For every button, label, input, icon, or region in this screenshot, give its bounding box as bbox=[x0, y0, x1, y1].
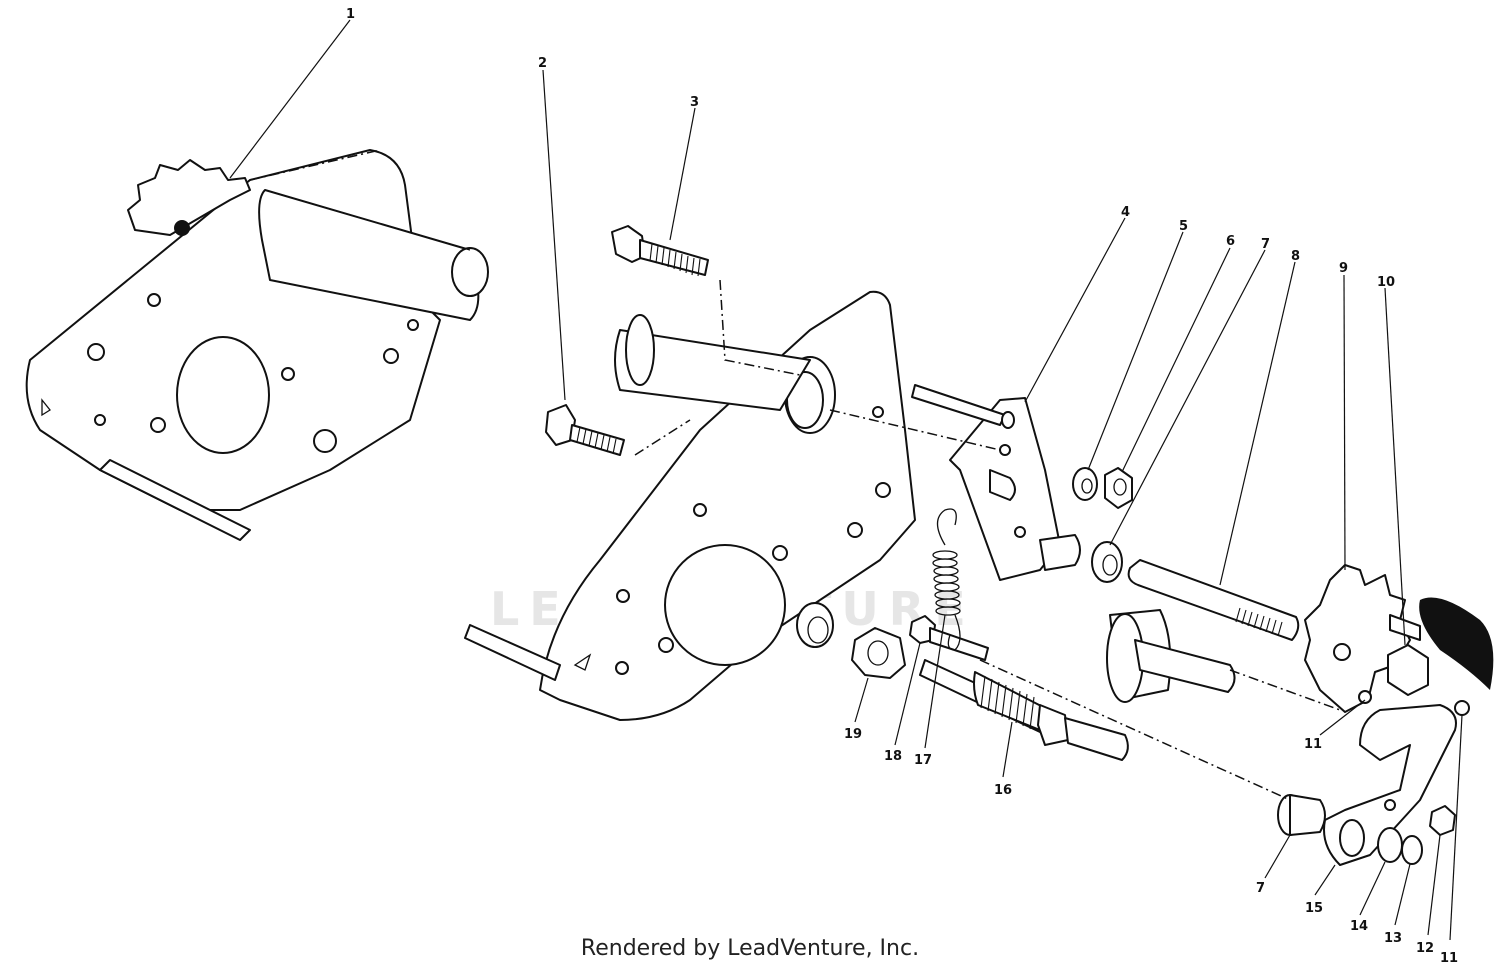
callout-8: 8 bbox=[1291, 249, 1300, 264]
centerline-lower bbox=[979, 659, 1291, 801]
callout-11-lower: 11 bbox=[1440, 951, 1458, 966]
part-14-washer bbox=[1377, 827, 1403, 863]
part-6-nut bbox=[1104, 467, 1133, 509]
callout-10: 10 bbox=[1377, 275, 1395, 290]
callout-11-upper: 11 bbox=[1304, 737, 1322, 752]
part-12-nut bbox=[1429, 805, 1456, 836]
part-7-bushing-upper bbox=[1091, 541, 1123, 583]
callout-13: 13 bbox=[1384, 931, 1402, 946]
part-3-bolt bbox=[611, 225, 801, 376]
part-11-nut-upper bbox=[1358, 690, 1372, 704]
callout-12: 12 bbox=[1416, 941, 1434, 956]
callout-9: 9 bbox=[1339, 261, 1348, 276]
part-19-nut bbox=[851, 627, 906, 679]
callout-6: 6 bbox=[1226, 234, 1235, 249]
idler-roller bbox=[1106, 609, 1236, 703]
callout-1: 1 bbox=[346, 7, 355, 22]
callout-15: 15 bbox=[1305, 901, 1323, 916]
part-5-washer bbox=[1072, 467, 1098, 501]
part-16-stud bbox=[919, 659, 1129, 761]
part-8-shaft bbox=[1127, 559, 1300, 641]
part-10-nut bbox=[1387, 597, 1494, 696]
part-17-spring bbox=[932, 508, 961, 651]
footer-credit: Rendered by LeadVenture, Inc. bbox=[580, 936, 920, 961]
leader-lines bbox=[229, 19, 1463, 941]
part-11-nut-lower bbox=[1454, 700, 1470, 716]
callout-4: 4 bbox=[1121, 205, 1130, 220]
part-7-bushing-lower bbox=[1277, 794, 1326, 836]
part-2-bolt bbox=[545, 404, 691, 456]
part-13-ring bbox=[1401, 835, 1423, 865]
callout-5: 5 bbox=[1179, 219, 1188, 234]
part-15-arm bbox=[1323, 704, 1457, 866]
callout-16: 16 bbox=[994, 783, 1012, 798]
callout-2: 2 bbox=[538, 56, 547, 71]
callout-labels: 1 2 3 4 5 6 7 8 9 10 11 19 18 17 16 7 15… bbox=[346, 7, 1458, 966]
callout-18: 18 bbox=[884, 749, 902, 764]
center-plate bbox=[464, 290, 916, 721]
callout-14: 14 bbox=[1350, 919, 1368, 934]
callout-17: 17 bbox=[914, 753, 932, 768]
callout-3: 3 bbox=[690, 95, 699, 110]
part-1-chain-case bbox=[25, 149, 489, 541]
callout-19: 19 bbox=[844, 727, 862, 742]
part-4-bracket bbox=[829, 384, 1081, 581]
callout-7-upper: 7 bbox=[1261, 237, 1270, 252]
callout-7-lower: 7 bbox=[1256, 881, 1265, 896]
